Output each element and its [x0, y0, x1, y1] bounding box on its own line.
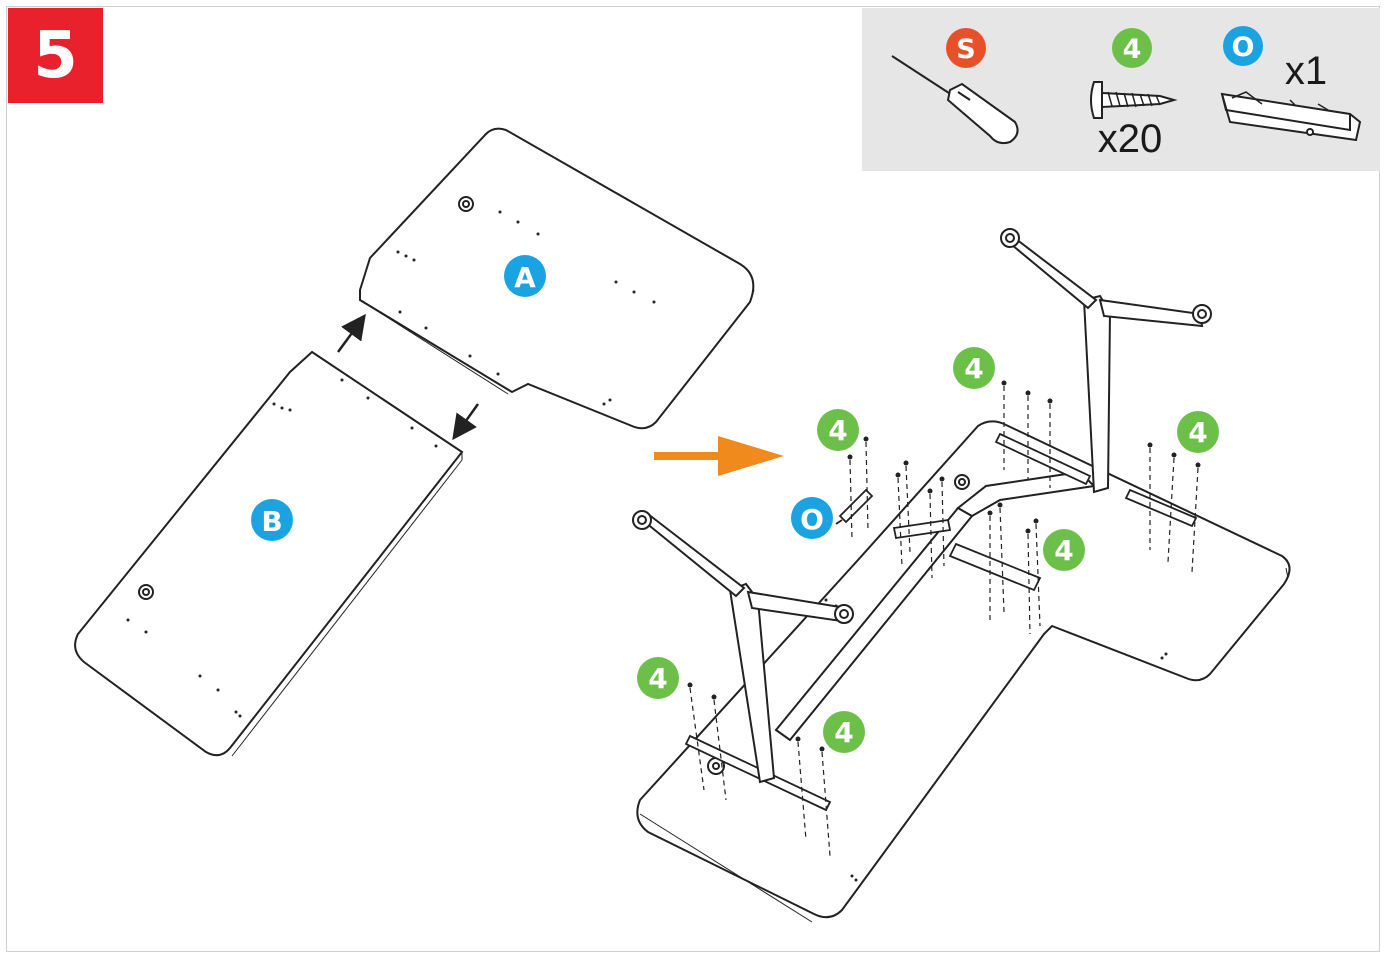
screw-guide-lines [687, 380, 1201, 857]
panel-a-label: A [514, 261, 536, 294]
desk-panel-b [74, 350, 464, 757]
screw-callout-label: 4 [648, 662, 667, 695]
panel-a-badge: A [504, 255, 546, 297]
bracket-o-placement [835, 488, 874, 525]
bracket-icon [1220, 91, 1362, 142]
screw-callout-label: 4 [828, 414, 847, 447]
panel-b-holes [126, 378, 438, 718]
screw-head [1001, 380, 1007, 386]
part-badge-cable-tray-bracket: O [1223, 26, 1263, 66]
screw-guide-line [797, 741, 807, 841]
desk-panel-a [359, 127, 755, 430]
screw-guide-line [897, 477, 903, 567]
screw-callout-badge: 4 [1177, 411, 1219, 453]
screw-callout-badge: 4 [637, 657, 679, 699]
screw-callout-badge: 4 [1043, 529, 1085, 571]
screw-head [939, 476, 945, 482]
join-arrow-down-icon [452, 403, 480, 441]
screw-head [1147, 442, 1153, 448]
screw-callout-badge: 4 [817, 409, 859, 451]
part-id-label: S [956, 34, 975, 65]
part-quantity-screw: x20 [1098, 117, 1163, 161]
screw-guide-line [849, 459, 853, 541]
screw-head [927, 488, 933, 494]
step-badge [8, 8, 103, 103]
screw-head [1025, 390, 1031, 396]
screwdriver-icon [891, 55, 1019, 145]
screw-icon [1090, 81, 1178, 119]
next-stage-arrow-icon [654, 436, 784, 476]
panel-b-badge: B [251, 499, 293, 541]
screw-callout-label: 4 [1054, 534, 1073, 567]
screw-head [1033, 518, 1039, 524]
part-quantity-cable-tray-bracket: x1 [1285, 49, 1327, 93]
part-id-label: 4 [1123, 34, 1142, 65]
screw-guide-line [689, 687, 705, 791]
screw-callout-label: 4 [1188, 416, 1207, 449]
bracket-o-label: O [800, 503, 824, 536]
screw-guide-line [1027, 533, 1031, 635]
screw-head [1047, 398, 1053, 404]
screw-head [997, 502, 1003, 508]
screw-callout-label: 4 [834, 716, 853, 749]
left-leg [632, 510, 854, 784]
panel-b-label: B [261, 505, 282, 538]
screw-head [895, 472, 901, 478]
screw-head [795, 736, 801, 742]
screw-head [1195, 462, 1201, 468]
right-leg [1000, 228, 1212, 494]
bracket-o-badge: O [791, 497, 833, 539]
screw-head [1025, 528, 1031, 534]
screw-guide-line [865, 441, 869, 531]
join-arrow-up-icon [336, 313, 366, 353]
assembled-desktop [636, 420, 1291, 923]
part-badge-screwdriver: S [946, 28, 986, 68]
screw-head [847, 454, 853, 460]
screw-guide-line [1035, 523, 1041, 627]
screw-head [1171, 452, 1177, 458]
screw-head [987, 510, 993, 516]
screw-head [863, 436, 869, 442]
screw-callout-badge: 4 [823, 711, 865, 753]
part-badge-screw: 4 [1112, 28, 1152, 68]
screw-callout-badge: 4 [953, 347, 995, 389]
panel-a-holes [396, 210, 656, 406]
screw-callout-label: 4 [964, 352, 983, 385]
screw-head [711, 694, 717, 700]
part-id-label: O [1232, 32, 1255, 63]
screw-guide-line [713, 699, 727, 801]
screw-head [903, 460, 909, 466]
step-number: 5 [33, 18, 78, 93]
screw-head [819, 746, 825, 752]
screw-head [687, 682, 693, 688]
